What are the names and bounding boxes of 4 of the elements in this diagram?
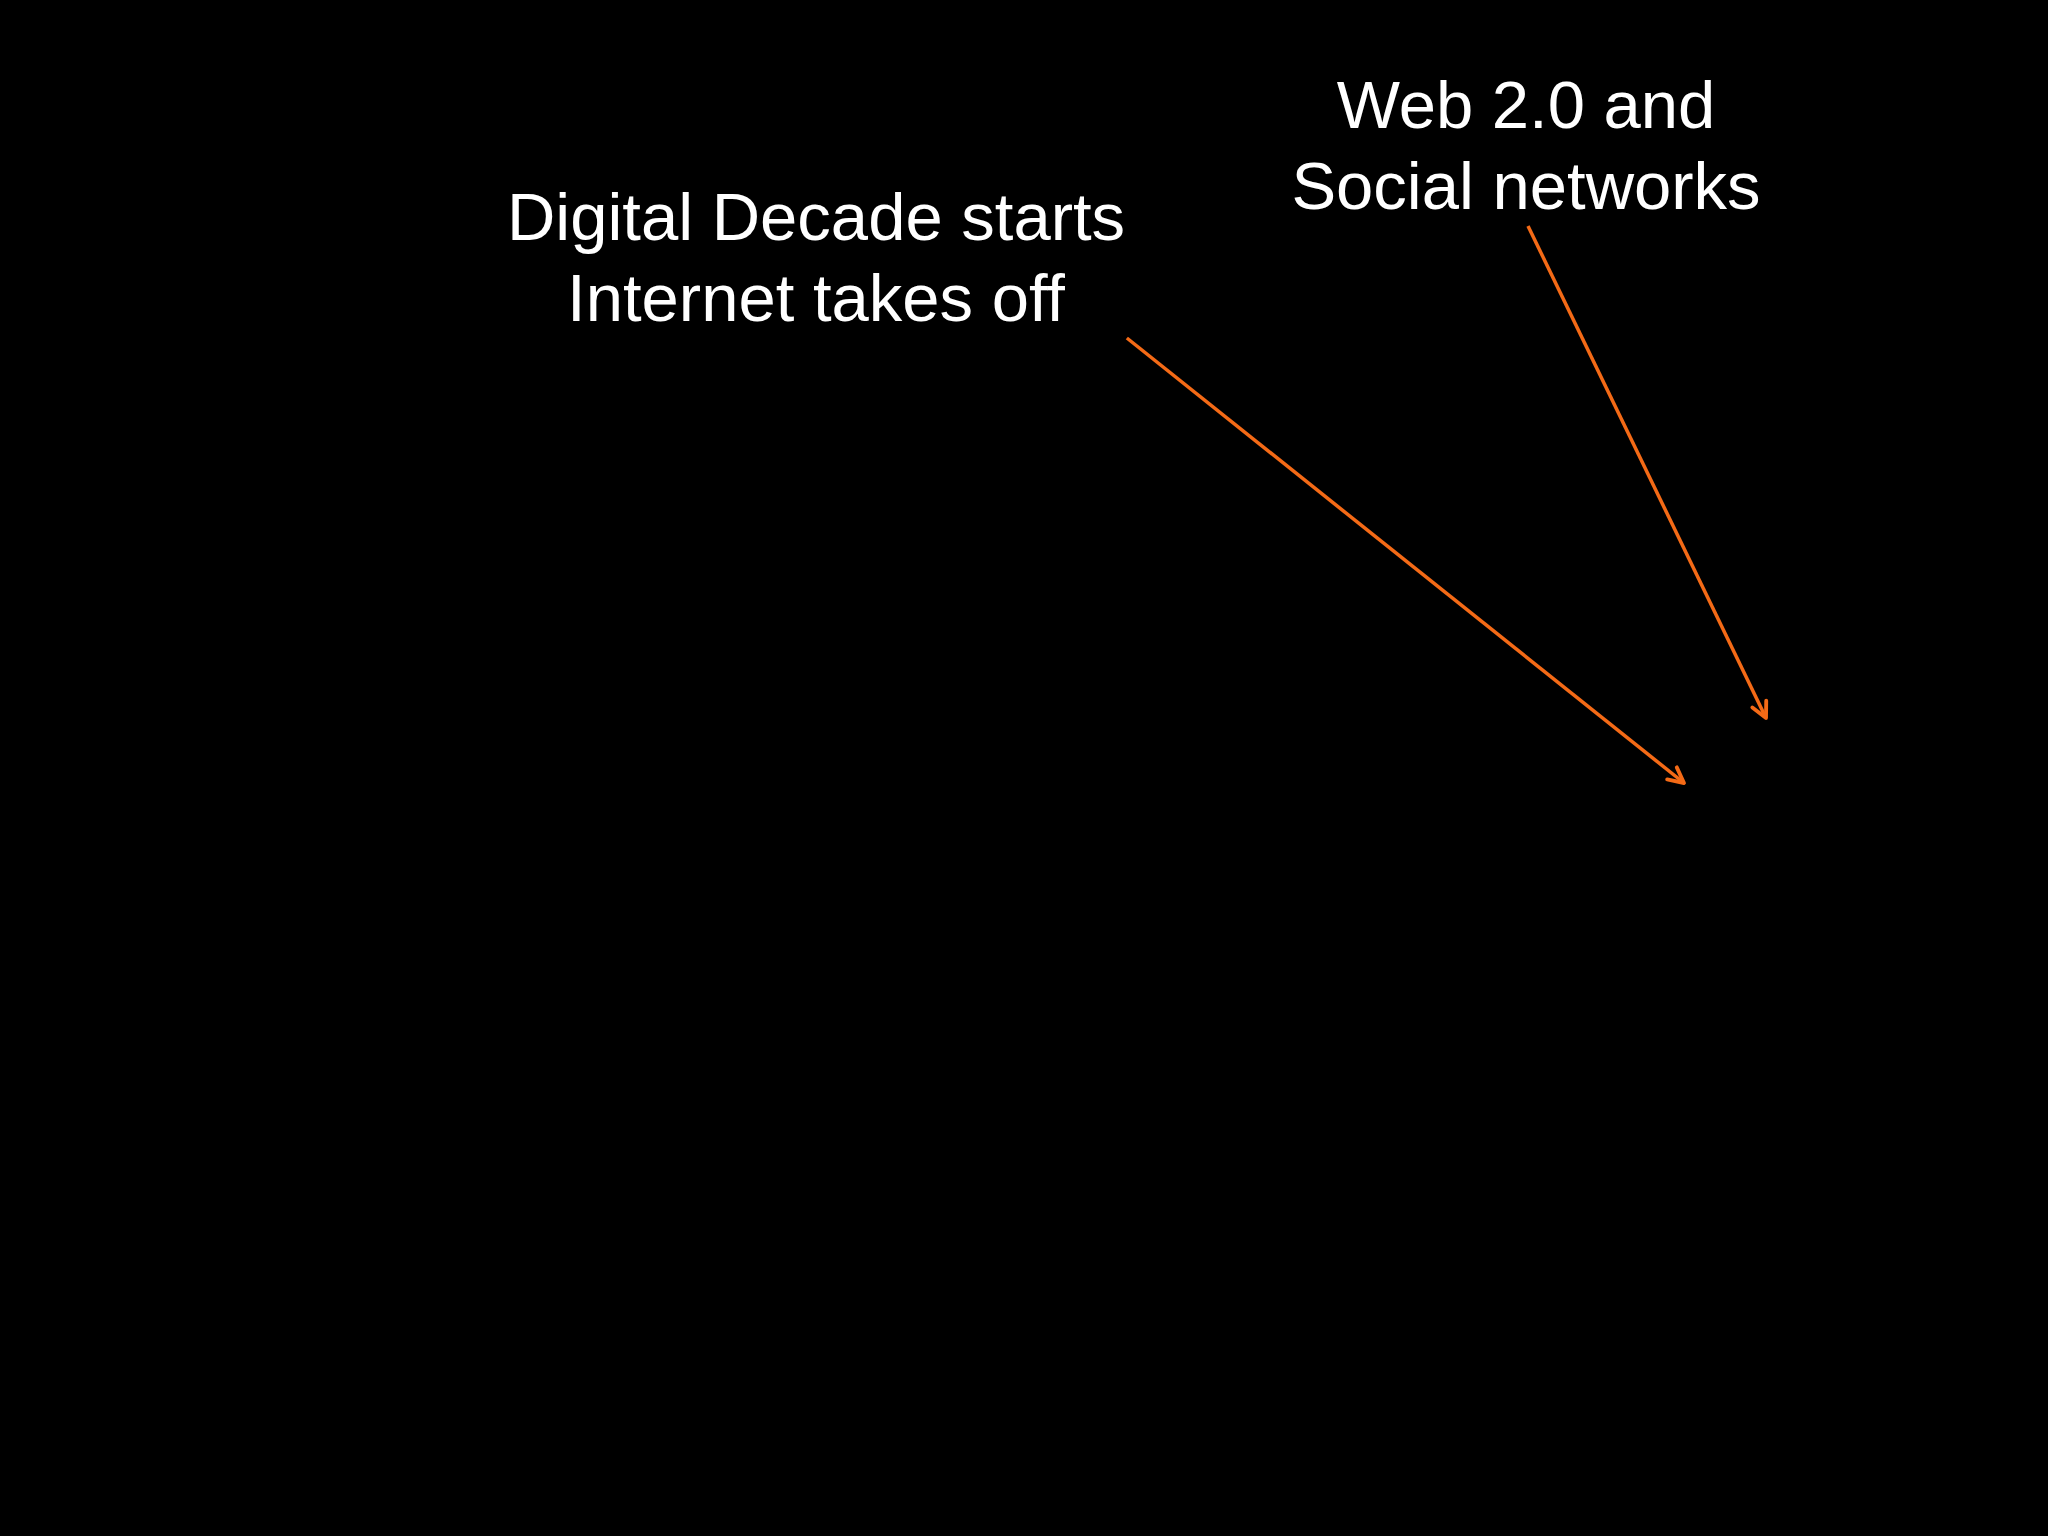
leader-arrow [1526, 225, 1769, 720]
callout-text: Web 2.0 and Social networks [1276, 64, 1776, 226]
leader-arrow [1125, 336, 1686, 785]
callout-text: Digital Decade starts Internet takes off [486, 176, 1146, 338]
